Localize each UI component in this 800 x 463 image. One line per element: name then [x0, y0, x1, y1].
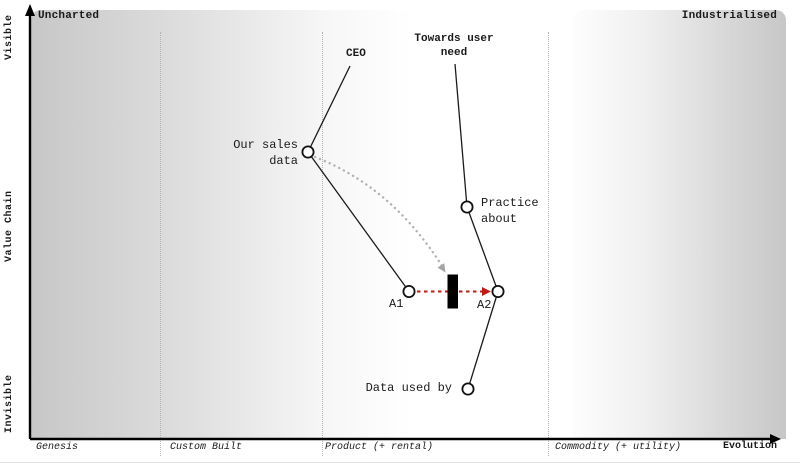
anchor-label-ceo: CEO — [346, 48, 366, 60]
node-data-used-by — [461, 382, 475, 396]
node-label-line: Our sales — [233, 138, 298, 152]
y-axis-arrowhead-icon — [25, 4, 35, 16]
stage-separator-product-commodity — [548, 32, 549, 456]
stage-label-genesis: Genesis — [36, 442, 79, 453]
node-label-line: data — [269, 154, 298, 168]
y-axis-label-visible: Visible — [4, 14, 15, 60]
node-label-practice-about: Practice about — [481, 195, 571, 227]
edge-group — [307, 63, 499, 390]
stage-label-product: Product (+ rental) — [325, 442, 434, 453]
stage-separator-custom-product — [322, 32, 323, 456]
y-axis-label-invisible: Invisible — [4, 374, 15, 434]
edge-userneed-practiceabout — [454, 63, 468, 208]
region-label-uncharted: Uncharted — [38, 10, 100, 22]
edge-practiceabout-a2 — [466, 206, 499, 292]
edge-a2-datausedby — [467, 291, 499, 390]
x-axis-arrowhead-icon — [770, 434, 781, 444]
stage-label-commodity: Commodity (+ utility) — [555, 442, 682, 453]
edge-ceo-oursalesdata — [307, 65, 351, 153]
uncharted-gradient-panel — [31, 10, 413, 439]
node-label-line: Practice — [481, 196, 539, 210]
node-label-data-used-by: Data used by — [365, 381, 452, 395]
node-a2 — [491, 284, 505, 298]
anchor-label-towards-user-need: Towards user need — [408, 32, 500, 60]
evolution-curve-arrowhead-icon — [437, 263, 446, 273]
anchor-label-line: Towards user — [414, 33, 494, 45]
y-axis-title: Value Chain — [4, 190, 15, 262]
movement-arrowhead-icon — [482, 287, 491, 296]
node-label-line: about — [481, 212, 518, 226]
stage-separator-genesis-custom — [160, 32, 161, 456]
anchor-label-line: need — [440, 47, 468, 59]
node-label-a2: A2 — [477, 298, 492, 312]
edge-oursalesdata-a1 — [307, 151, 410, 292]
node-label-a1: A1 — [389, 297, 404, 311]
evolution-curve — [313, 155, 444, 268]
node-a1 — [402, 284, 416, 298]
region-label-industrialised: Industrialised — [681, 10, 777, 22]
stage-label-custom-built: Custom Built — [170, 442, 243, 453]
node-our-sales-data — [301, 145, 315, 159]
node-practice-about — [460, 200, 474, 214]
industrialised-gradient-panel — [573, 10, 786, 439]
inertia-bar — [447, 274, 458, 309]
x-axis-title: Evolution — [722, 441, 777, 452]
node-group — [301, 145, 505, 396]
node-label-our-sales-data: Our sales data — [210, 137, 298, 169]
